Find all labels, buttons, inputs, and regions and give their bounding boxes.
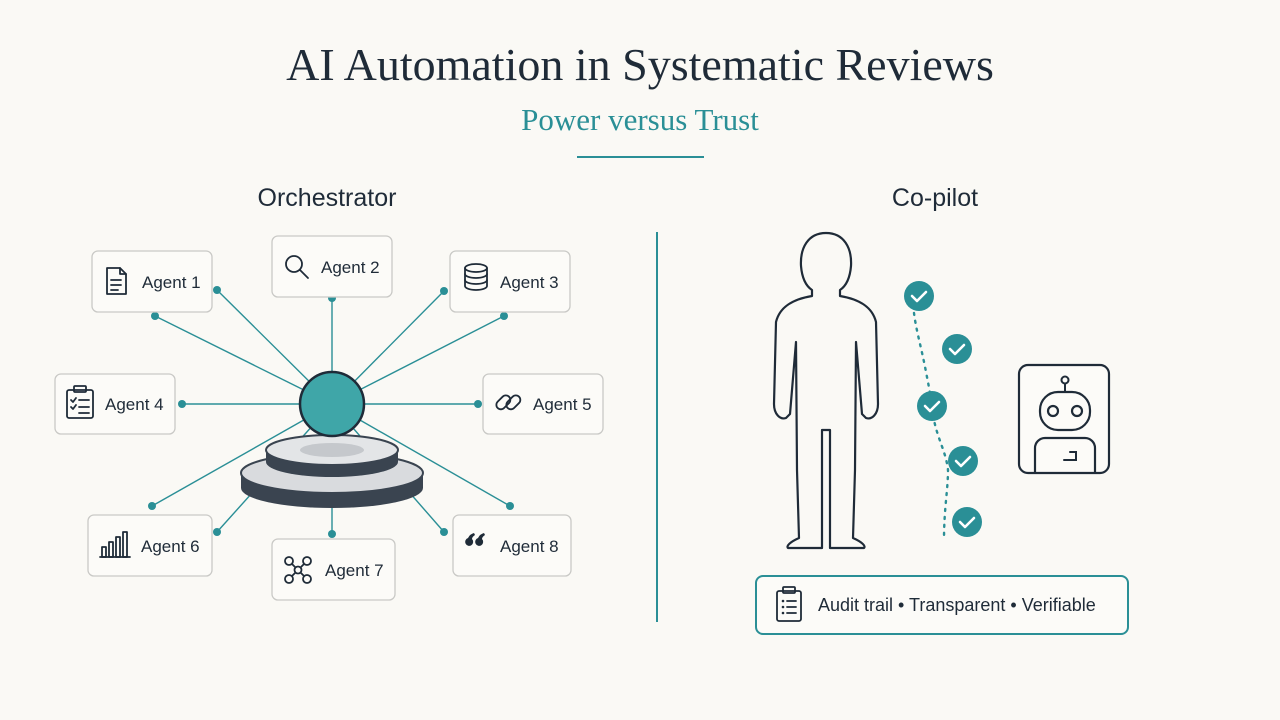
agent-label-7: Agent 7	[325, 561, 384, 580]
audit-trail-box: Audit trail • Transparent • Verifiable	[755, 575, 1129, 635]
orchestrator-hub	[298, 370, 366, 438]
agent-label-6: Agent 6	[141, 537, 200, 556]
agent-card-8: Agent 8	[452, 514, 572, 577]
orchestrator-diagram: Agent 1 Agent 2 Agent 3	[54, 235, 604, 601]
check-circle-icon	[904, 281, 934, 311]
check-circles	[904, 281, 982, 537]
agent-card-7: Agent 7	[271, 538, 396, 601]
agent-card-4: Agent 4	[54, 373, 176, 435]
copilot-heading: Co-pilot	[892, 184, 978, 212]
clipboard-icon	[776, 586, 802, 622]
robot-icon	[1017, 363, 1111, 475]
copilot-diagram: Audit trail • Transparent • Verifiable	[755, 231, 1129, 635]
check-circle-icon	[948, 446, 978, 476]
agent-label-4: Agent 4	[105, 395, 164, 414]
spoke-agent-8b	[331, 403, 511, 507]
agent-card-6: Agent 6	[87, 514, 213, 577]
agent-label-5: Agent 5	[533, 395, 592, 414]
agent-card-5: Agent 5	[482, 373, 604, 435]
search-icon	[285, 255, 309, 279]
check-circle-icon	[917, 391, 947, 421]
agent-label-2: Agent 2	[321, 258, 380, 277]
network-icon	[284, 556, 312, 584]
page-title: AI Automation in Systematic Reviews	[286, 39, 994, 90]
link-icon	[495, 394, 522, 411]
check-circle-icon	[942, 334, 972, 364]
bar-chart-icon	[99, 531, 131, 558]
agent-card-2: Agent 2	[271, 235, 393, 298]
agent-card-1: Agent 1	[91, 250, 213, 313]
quote-icon	[465, 533, 485, 546]
check-circle-icon	[952, 507, 982, 537]
database-icon	[464, 263, 488, 291]
person-outline-icon	[772, 231, 880, 550]
agent-label-8: Agent 8	[500, 537, 559, 556]
document-icon	[106, 267, 127, 295]
dotted-trail	[912, 311, 950, 542]
audit-trail-text: Audit trail • Transparent • Verifiable	[818, 595, 1096, 615]
checklist-icon	[66, 385, 94, 419]
page-subtitle: Power versus Trust	[521, 102, 759, 137]
agent-card-3: Agent 3	[449, 250, 571, 313]
orchestrator-heading: Orchestrator	[258, 184, 397, 212]
agent-label-3: Agent 3	[500, 273, 559, 292]
spoke-agent-6	[151, 403, 333, 507]
agent-label-1: Agent 1	[142, 273, 201, 292]
hub-platform	[240, 434, 424, 508]
